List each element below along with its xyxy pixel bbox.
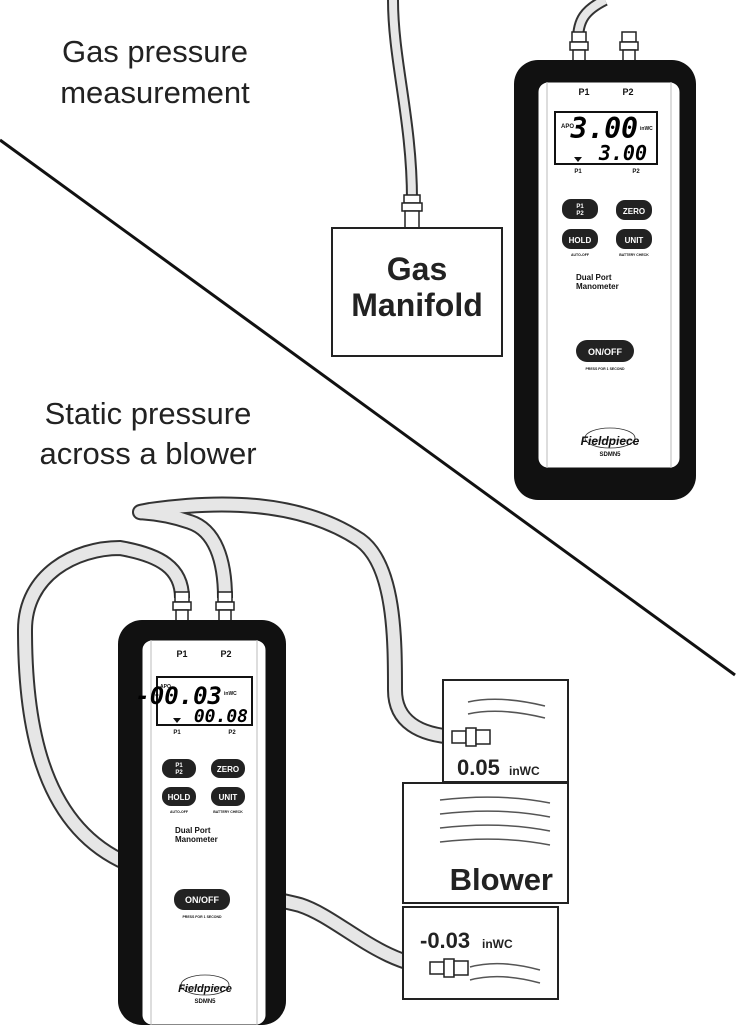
gas-manifold-label-line1: Gas — [387, 251, 447, 287]
top-zero-button: ZERO — [616, 200, 652, 220]
top-port-fitting-p2 — [619, 31, 639, 65]
bottom-model-line1: Dual Port — [175, 826, 211, 835]
bottom-hoses — [16, 496, 456, 976]
svg-text:HOLD: HOLD — [569, 236, 592, 245]
svg-text:SDMN5: SDMN5 — [599, 452, 621, 458]
lower-reading-value: -0.03 — [420, 928, 470, 953]
bottom-port-fitting-p2 — [215, 591, 235, 625]
top-p1p2-button: P1 P2 — [562, 199, 598, 219]
top-lcd-p1: P1 — [574, 169, 582, 175]
top-lcd-sub-reading: 3.00 — [598, 141, 647, 165]
bottom-press-note: PRESS FOR 1 SECOND — [182, 915, 222, 919]
bottom-port-fitting-p1 — [172, 591, 192, 625]
bottom-onoff-button: ON/OFF — [174, 889, 230, 910]
top-port-fitting-p1 — [569, 31, 589, 65]
svg-text:UNIT: UNIT — [625, 236, 644, 245]
manifold-fitting — [401, 194, 423, 229]
bottom-brand-logo: Fieldpiece SDMN5 — [178, 974, 232, 1005]
bottom-zero-button: ZERO — [211, 759, 245, 778]
bottom-hold-button: HOLD — [162, 787, 196, 806]
caption-static-line1: Static pressure — [45, 396, 252, 431]
bottom-unit-button: UNIT — [211, 787, 245, 806]
top-auto-off-label: AUTO-OFF — [571, 253, 590, 257]
top-brand-logo: Fieldpiece SDMN5 — [581, 427, 640, 458]
lower-duct-fitting — [429, 958, 469, 978]
caption-static-line2: across a blower — [39, 436, 256, 471]
divider-line — [0, 138, 736, 677]
top-lcd-main-reading: 3.00 — [570, 112, 638, 145]
svg-text:Fieldpiece: Fieldpiece — [178, 983, 232, 995]
upper-reading-unit: inWC — [509, 764, 540, 778]
upper-reading-value: 0.05 — [457, 755, 500, 780]
blower-lower-duct — [402, 906, 559, 1000]
blower-assembly: 0.05 inWC Blower -0.03 inWC — [402, 679, 569, 1000]
gas-manifold-box — [331, 227, 503, 357]
svg-text:HOLD: HOLD — [168, 793, 191, 802]
bottom-lcd-indicator-arrow — [173, 718, 181, 723]
svg-text:P2: P2 — [175, 770, 183, 776]
top-port-label-p2: P2 — [622, 87, 633, 97]
svg-text:SDMN5: SDMN5 — [194, 999, 216, 1005]
top-hold-button: HOLD — [562, 229, 598, 249]
svg-text:P1: P1 — [576, 204, 584, 210]
bottom-model-line2: Manometer — [175, 835, 218, 844]
bottom-lcd-sub-reading: 00.08 — [194, 706, 248, 727]
top-lcd-screen — [554, 111, 658, 165]
bottom-lcd-p1: P1 — [173, 730, 181, 736]
top-model-line2: Manometer — [576, 282, 619, 291]
bottom-port-label-p2: P2 — [220, 649, 231, 659]
svg-text:ON/OFF: ON/OFF — [185, 895, 219, 905]
svg-text:ZERO: ZERO — [217, 765, 239, 774]
svg-text:ON/OFF: ON/OFF — [588, 347, 622, 357]
bottom-lcd-p2: P2 — [228, 730, 236, 736]
manometer-bottom: P1 P2 APO -00.03 inWC 00.08 P1 P2 P1 P2 … — [118, 591, 286, 1025]
caption-gas-line1: Gas pressure — [62, 34, 248, 69]
manometer-top: P1 P2 APO 3.00 inWC 3.00 P1 P2 P1 P2 ZER… — [514, 31, 696, 500]
top-battery-check-label: BATTERY CHECK — [619, 253, 649, 257]
bottom-lcd-apo: APO — [160, 684, 171, 690]
bottom-port-label-p1: P1 — [176, 649, 187, 659]
svg-text:P1: P1 — [175, 763, 183, 769]
bottom-auto-off-label: AUTO-OFF — [170, 810, 189, 814]
bottom-battery-check-label: BATTERY CHECK — [213, 810, 243, 814]
bottom-lcd-screen — [156, 676, 253, 726]
top-onoff-button: ON/OFF — [576, 340, 634, 362]
upper-duct-fitting — [451, 727, 491, 747]
top-lcd-unit: inWC — [640, 126, 653, 132]
top-port-label-p1: P1 — [578, 87, 589, 97]
top-unit-button: UNIT — [616, 229, 652, 249]
caption-gas-line2: measurement — [60, 75, 250, 110]
lower-reading-unit: inWC — [482, 937, 513, 951]
svg-text:P2: P2 — [576, 211, 584, 217]
blower-label: Blower — [450, 862, 553, 897]
gas-manifold-label-line2: Manifold — [351, 287, 483, 323]
bottom-lcd-main-reading: -00.03 — [135, 682, 222, 710]
svg-text:Fieldpiece: Fieldpiece — [581, 434, 640, 448]
top-lcd-apo: APO — [561, 124, 574, 130]
top-lcd-indicator-arrow — [574, 157, 582, 162]
top-press-note: PRESS FOR 1 SECOND — [585, 367, 625, 371]
bottom-p1p2-button: P1 P2 — [162, 759, 196, 778]
svg-text:ZERO: ZERO — [623, 207, 645, 216]
top-lcd-p2: P2 — [632, 169, 640, 175]
bottom-lcd-unit: inWC — [224, 691, 237, 697]
svg-text:UNIT: UNIT — [219, 793, 238, 802]
top-model-line1: Dual Port — [576, 273, 612, 282]
